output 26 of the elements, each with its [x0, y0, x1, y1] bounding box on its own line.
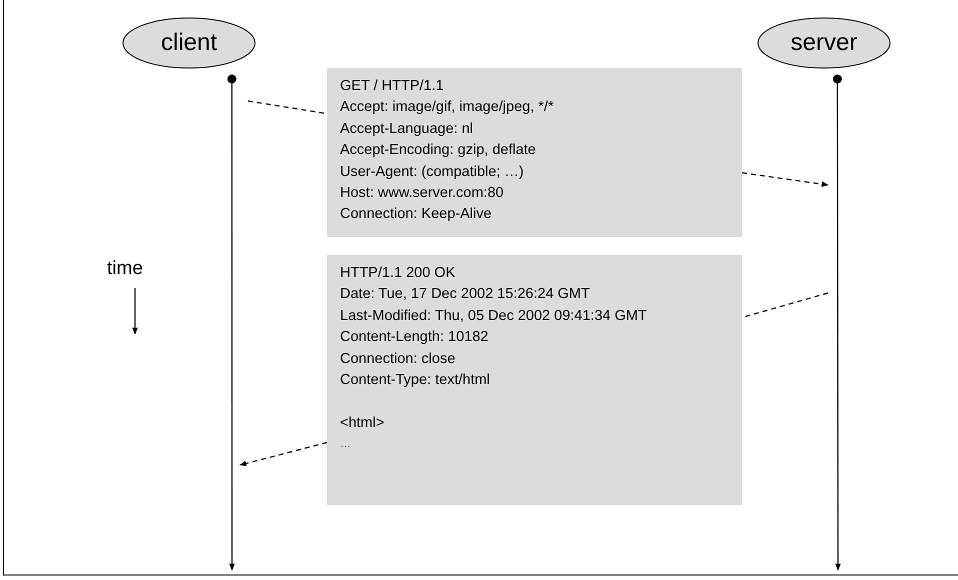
message-arrow — [742, 172, 829, 187]
header-line: Accept: image/gif, image/jpeg, */* — [340, 98, 555, 118]
actor-name: client — [160, 29, 218, 57]
header-line: Accept-Encoding: gzip, deflate — [340, 141, 537, 160]
axis-label: time — [107, 258, 143, 280]
lifeline-arrow — [227, 74, 236, 571]
header-line: Host: www.server.com:80 — [340, 184, 505, 204]
header-line: GET / HTTP/1.1 — [340, 77, 445, 96]
response-message-box — [327, 255, 742, 505]
message-arrow — [239, 442, 328, 466]
header-line: Date: Tue, 17 Dec 2002 15:26:24 GMT — [340, 285, 591, 304]
actor-name: server — [790, 29, 858, 57]
header-line: Content-Length: 10182 — [340, 328, 490, 348]
header-line: Connection: close — [340, 350, 456, 369]
header-line: Last-Modified: Thu, 05 Dec 2002 09:41:34 GMT — [340, 306, 648, 326]
header-line: <html> — [340, 414, 386, 433]
header-line: … — [340, 437, 352, 452]
header-line: HTTP/1.1 200 OK — [340, 264, 456, 283]
header-line: User-Agent: (compatible; …) — [340, 162, 525, 182]
actor-ellipse — [122, 17, 256, 69]
header-line: Accept-Language: nl — [340, 120, 474, 139]
header-line: Content-Type: text/html — [340, 371, 491, 390]
actor-ellipse — [757, 17, 891, 69]
lifeline-arrow — [832, 74, 842, 571]
header-line: Connection: Keep-Alive — [340, 205, 493, 224]
request-message-box — [327, 68, 742, 237]
